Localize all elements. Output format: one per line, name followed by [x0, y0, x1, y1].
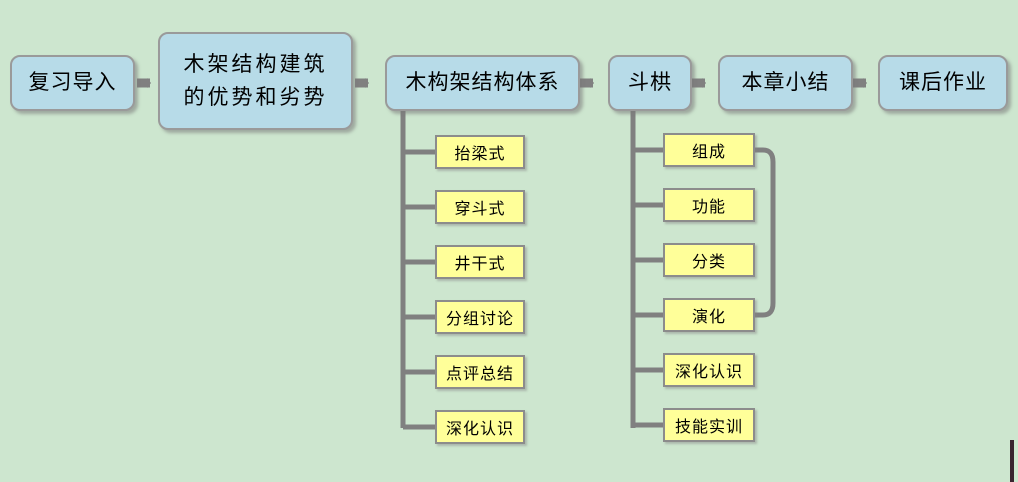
leaf-node-label: 演化 [691, 307, 726, 326]
leaf-node-right-3[interactable]: 分类 [663, 243, 755, 277]
leaf-node-label: 分组讨论 [445, 309, 514, 328]
leaf-node-left-6[interactable]: 深化认识 [435, 410, 525, 444]
leaf-node-label: 技能实训 [674, 417, 743, 436]
leaf-node-label: 功能 [691, 197, 726, 216]
flow-node-label: 本章小结 [741, 70, 830, 95]
flow-node-label: 课后作业 [899, 70, 987, 95]
leaf-node-label: 穿斗式 [454, 199, 506, 218]
flow-node-label-line1: 木架结构建筑 [183, 52, 328, 77]
branch-right-bracket [750, 147, 776, 318]
leaf-node-right-6[interactable]: 技能实训 [663, 408, 755, 442]
leaf-node-left-1[interactable]: 抬梁式 [435, 135, 525, 169]
leaf-node-left-5[interactable]: 点评总结 [435, 355, 525, 389]
leaf-node-right-5[interactable]: 深化认识 [663, 353, 755, 387]
leaf-node-left-3[interactable]: 井干式 [435, 245, 525, 279]
leaf-node-label: 抬梁式 [454, 144, 506, 163]
leaf-node-left-2[interactable]: 穿斗式 [435, 190, 525, 224]
leaf-node-label: 点评总结 [445, 364, 514, 383]
flow-node-benzhang-xiaojie[interactable]: 本章小结 [718, 55, 853, 111]
leaf-node-right-4[interactable]: 演化 [663, 298, 755, 332]
leaf-node-label: 组成 [691, 142, 726, 161]
right-edge-marker [1010, 440, 1014, 482]
leaf-node-label: 深化认识 [674, 362, 743, 381]
flow-node-label-line2: 的优势和劣势 [183, 85, 328, 109]
flow-node-dougong[interactable]: 斗栱 [608, 55, 692, 111]
leaf-node-label: 井干式 [454, 254, 506, 273]
flow-node-label: 木构架结构体系 [405, 70, 560, 95]
leaf-node-label: 深化认识 [445, 419, 514, 438]
leaf-node-left-4[interactable]: 分组讨论 [435, 300, 525, 334]
flow-node-label: 斗栱 [628, 70, 672, 95]
flow-node-mugoujia-tixi[interactable]: 木构架结构体系 [385, 55, 580, 111]
flow-node-fuxidaoru[interactable]: 复习导入 [10, 55, 135, 111]
leaf-node-label: 分类 [691, 252, 726, 271]
flow-node-label: 复习导入 [28, 70, 117, 95]
branch-left-connectors [400, 110, 437, 430]
flow-node-kehou-zuoye[interactable]: 课后作业 [878, 55, 1008, 111]
leaf-node-right-1[interactable]: 组成 [663, 133, 755, 167]
branch-right-connectors [630, 110, 665, 428]
leaf-node-right-2[interactable]: 功能 [663, 188, 755, 222]
flow-node-muji-jiegou[interactable]: 木架结构建筑 的优势和劣势 [158, 32, 353, 130]
